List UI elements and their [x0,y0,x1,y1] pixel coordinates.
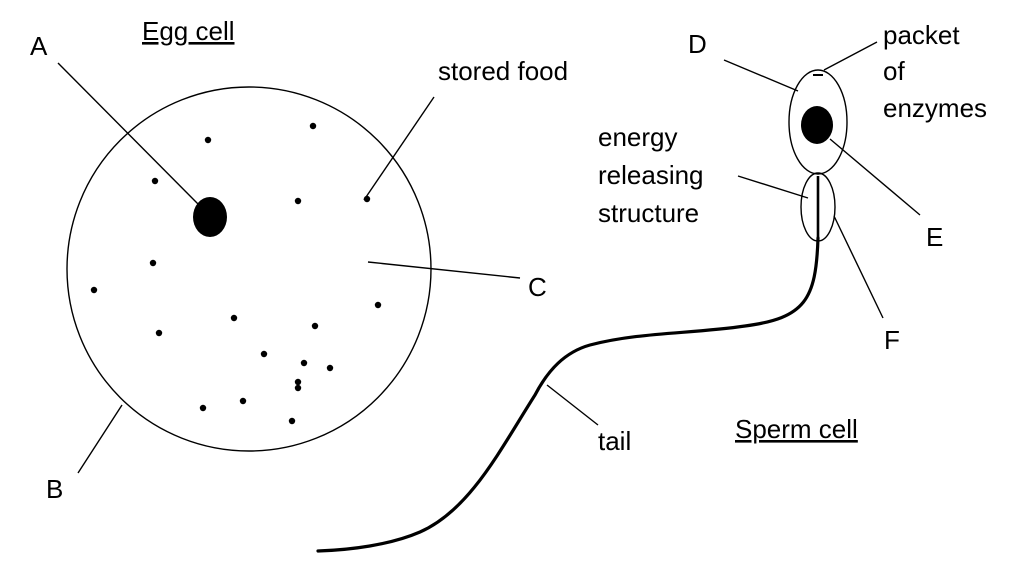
label-b-leader [77,404,123,474]
label-energy-line3: structure [598,198,699,228]
label-e: E [926,222,943,252]
label-d: D [688,29,707,59]
energy-leader [737,175,809,199]
egg-cell-membrane [66,86,432,452]
label-energy-line2: releasing [598,160,704,190]
stored-food-granules [90,122,382,425]
sperm-head [788,69,848,175]
label-d-leader [723,59,799,92]
label-stored-food: stored food [438,56,568,86]
label-packet-line1: packet [883,20,960,50]
sperm-tail [316,236,820,553]
label-energy-line1: energy [598,122,678,152]
stored-food-leader [363,96,435,201]
sperm-nucleus [801,106,833,144]
label-e-leader [829,138,921,216]
tail-leader [546,384,599,426]
label-a: A [30,31,48,61]
label-a-leader [57,62,201,207]
label-f-leader [833,215,884,319]
label-packet-line2: of [883,56,905,86]
label-c-leader [367,261,521,279]
label-f: F [884,325,900,355]
sperm-cell-title: Sperm cell [735,414,858,444]
label-packet-line3: enzymes [883,93,987,123]
label-b: B [46,474,63,504]
packet-leader [823,41,878,71]
egg-cell-title: Egg cell [142,16,235,46]
label-c: C [528,272,547,302]
label-tail: tail [598,426,631,456]
egg-nucleus [193,197,227,237]
